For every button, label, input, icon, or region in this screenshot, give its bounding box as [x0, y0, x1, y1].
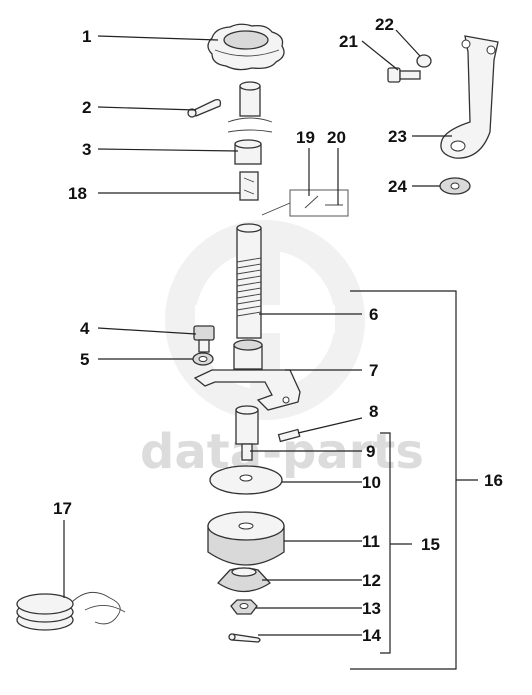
callout-21: 21: [339, 32, 358, 51]
callout-20: 20: [327, 128, 346, 147]
callout-19: 19: [296, 128, 315, 147]
leader-lines: [63, 29, 478, 670]
part-22-ring: [416, 54, 432, 68]
part-21-screw: [387, 67, 421, 83]
part-12-cup: [217, 567, 271, 593]
callout-8: 8: [369, 402, 378, 421]
callout-16: 16: [484, 471, 503, 490]
watermark-logo: [165, 220, 365, 420]
part-14-pin: [228, 633, 261, 643]
callout-23: 23: [388, 127, 407, 146]
callout-10: 10: [362, 473, 381, 492]
part-13-nut: [230, 599, 258, 615]
part-17-disc-set: [16, 592, 126, 631]
part-24-nut: [439, 177, 471, 195]
callout-22: 22: [375, 15, 394, 34]
callout-3: 3: [82, 140, 91, 159]
callout-17: 17: [53, 499, 72, 518]
callout-12: 12: [362, 571, 381, 590]
part-2-pin: [187, 98, 222, 118]
callout-1: 1: [82, 27, 91, 46]
callout-18: 18: [68, 184, 87, 203]
callout-14: 14: [362, 626, 381, 645]
callout-5: 5: [80, 350, 89, 369]
part-9-stud: [235, 405, 259, 461]
callout-7: 7: [369, 361, 378, 380]
callout-6: 6: [369, 305, 378, 324]
part-7-bracket: [193, 339, 301, 411]
callout-11: 11: [362, 532, 380, 551]
callout-4: 4: [80, 319, 90, 338]
part-4-bolt: [193, 325, 215, 353]
callout-9: 9: [366, 442, 375, 461]
part-11-wheel: [207, 511, 285, 566]
part-5-washer: [192, 352, 214, 366]
part-1-knob: [207, 23, 285, 71]
callout-13: 13: [362, 599, 381, 618]
part-10-washer: [209, 465, 283, 495]
callout-15: 15: [421, 535, 440, 554]
part-23-bracket: [440, 35, 499, 159]
callout-2: 2: [82, 98, 91, 117]
inset-19-20: [261, 189, 349, 217]
part-3-spindle-top: [227, 81, 273, 165]
part-18-clip: [239, 171, 259, 201]
part-6-shaft: [236, 223, 262, 339]
callout-24: 24: [388, 177, 407, 196]
